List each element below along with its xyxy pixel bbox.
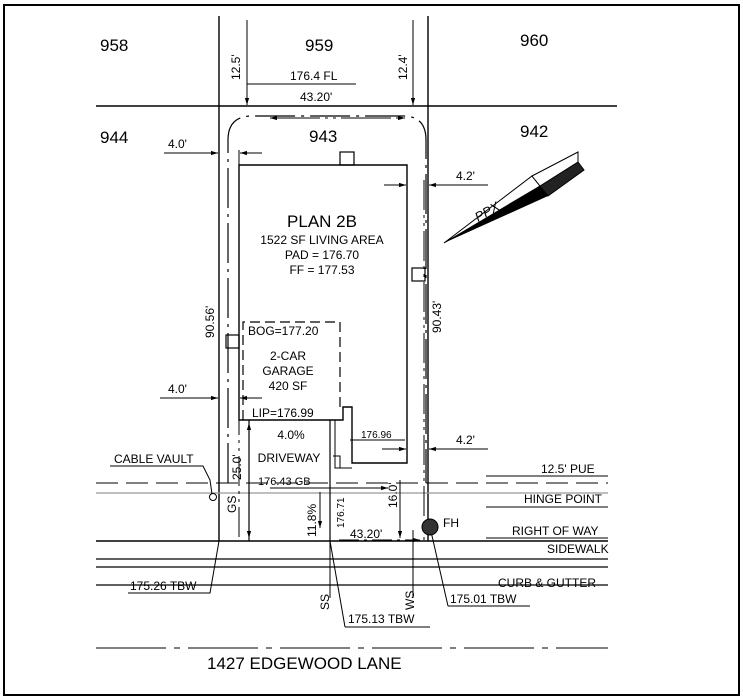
lot-943: 943 xyxy=(309,127,337,146)
label-hinge-point: HINGE POINT xyxy=(524,492,603,506)
garage-line1: 2-CAR xyxy=(270,349,306,363)
elev-tbw-right: 175.01 TBW xyxy=(450,592,517,606)
dim-front-width: 43.20' xyxy=(350,527,382,541)
garage-bog: BOG=177.20 xyxy=(248,324,319,338)
dim-rear-width: 43.20' xyxy=(300,90,332,104)
driveway-label: DRIVEWAY xyxy=(258,451,321,465)
lot-960: 960 xyxy=(520,31,548,50)
elev-fl: 176.4 FL xyxy=(290,69,338,83)
dim-right-side-top: 4.2' xyxy=(456,169,475,183)
north-arrow-icon xyxy=(443,151,585,244)
step-notch xyxy=(333,455,341,468)
dim-left-depth: 90.56' xyxy=(203,306,217,338)
ac-pad-right xyxy=(411,267,426,282)
label-right-of-way: RIGHT OF WAY xyxy=(512,524,598,538)
lot-944: 944 xyxy=(100,128,128,147)
plan-pad: PAD = 176.70 xyxy=(285,248,359,262)
porch-bump xyxy=(339,151,355,166)
street-address: 1427 EDGEWOOD LANE xyxy=(207,654,402,673)
house-footprint xyxy=(238,164,408,464)
dim-rear-setback-left: 12.5' xyxy=(229,54,243,80)
label-pue: 12.5' PUE xyxy=(541,462,595,476)
elev-tbw-mid: 175.13 TBW xyxy=(348,612,415,626)
drawing-frame xyxy=(3,4,740,696)
elev-drive: 176.71 xyxy=(336,497,347,528)
dimension-lines xyxy=(110,20,608,628)
garage-lip: LIP=176.99 xyxy=(252,406,314,420)
garage-area: 420 SF xyxy=(269,379,308,393)
fire-hydrant-icon xyxy=(421,518,439,536)
label-fh: FH xyxy=(443,516,459,530)
elev-gb: 176.43 GB xyxy=(258,476,311,488)
dim-left-side-top: 4.0' xyxy=(168,137,187,151)
driveway-slope: 4.0% xyxy=(277,428,305,442)
label-gs: GS xyxy=(225,496,239,513)
entry-step xyxy=(334,420,352,469)
label-ws: WS xyxy=(403,591,417,610)
drainage-swale xyxy=(227,115,427,483)
dim-rear-setback-right: 12.4' xyxy=(396,54,410,80)
elev-step: 176.96 xyxy=(361,430,392,441)
lot-958: 958 xyxy=(100,36,128,55)
cable-vault-icon xyxy=(209,493,217,501)
lot-959: 959 xyxy=(305,36,333,55)
dim-left-side-bottom: 4.0' xyxy=(168,382,187,396)
ac-pad-left xyxy=(225,334,240,349)
plan-living-area: 1522 SF LIVING AREA xyxy=(260,233,383,247)
label-cable-vault: CABLE VAULT xyxy=(114,452,194,466)
garage-line2: GARAGE xyxy=(262,364,313,378)
street-lines xyxy=(96,482,608,649)
dim-front-setback: 25.0' xyxy=(230,454,244,480)
elev-slope: 11.8% xyxy=(305,504,319,537)
dim-right-side-bottom: 4.2' xyxy=(456,433,475,447)
label-curb: CURB & GUTTER xyxy=(498,576,596,590)
dim-ws: 16.0' xyxy=(386,482,400,508)
dim-right-depth: 90.43' xyxy=(430,301,444,333)
lot-lines xyxy=(96,16,617,541)
garage-outline xyxy=(242,321,341,420)
lot-942: 942 xyxy=(520,122,548,141)
plan-name: PLAN 2B xyxy=(287,212,357,231)
elev-tbw-left: 175.26 TBW xyxy=(130,579,197,593)
plan-ff: FF = 177.53 xyxy=(289,263,354,277)
label-ss: SS xyxy=(318,594,332,610)
label-sidewalk: SIDEWALK xyxy=(547,542,609,556)
